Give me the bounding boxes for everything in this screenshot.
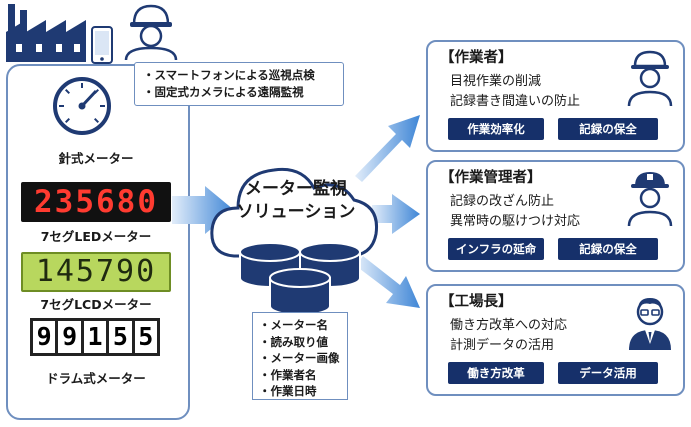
- method-item: ・スマートフォンによる巡視点検: [143, 68, 315, 82]
- role-benefit: 記録書き間違いの防止: [450, 94, 581, 109]
- led-meter-display: 235680: [21, 182, 171, 222]
- role-benefit: 働き方改革への対応: [450, 318, 568, 333]
- drum-digit: 9: [58, 321, 81, 353]
- role-title: 【作業者】: [440, 50, 513, 66]
- solution-title-line2: ソリューション: [236, 202, 356, 222]
- needle-meter-label: 針式メーター: [58, 151, 134, 166]
- drum-meter-display: 9 9 1 5 5: [30, 318, 160, 356]
- role-panel-worker: 【作業者】 目視作業の削減 記録書き間違いの防止 作業効率化 記録の保全: [426, 40, 685, 152]
- role-panel-plant-manager: 【工場長】 働き方改革への対応 計測データの活用 働き方改革 データ活用: [426, 284, 685, 396]
- solution-title-line1: メーター監視: [245, 179, 347, 199]
- arrow-to-plant-manager: [356, 256, 420, 308]
- cloud-icon: [210, 167, 379, 258]
- role-title: 【工場長】: [440, 294, 513, 310]
- factory-icon: [6, 4, 86, 62]
- data-item: ・メーター名: [259, 318, 328, 332]
- data-item: ・メーター画像: [259, 351, 340, 365]
- role-panel-manager: 【作業管理者】 記録の改ざん防止 異常時の駆けつけ対応 インフラの延命 記録の保…: [426, 160, 685, 272]
- drum-digit: 1: [83, 321, 107, 353]
- drum-digit: 9: [33, 321, 56, 353]
- solution-title: メーター監視 ソリューション: [226, 178, 366, 224]
- role-benefit: 異常時の駆けつけ対応: [450, 214, 581, 229]
- database-icon: [239, 242, 361, 316]
- data-item: ・作業者名: [259, 367, 317, 382]
- plant-tag-workstyle: 働き方改革: [448, 362, 544, 384]
- lcd-meter-label: 7セグLCDメーター: [40, 297, 152, 312]
- role-benefit: 計測データの活用: [450, 338, 555, 353]
- drum-digit: 5: [109, 321, 132, 353]
- worker-icon: [627, 50, 673, 107]
- smartphone-icon: [91, 26, 113, 64]
- led-meter-label: 7セグLEDメーター: [40, 229, 152, 244]
- manager-icon: [627, 172, 673, 227]
- role-benefit: 目視作業の削減: [450, 74, 542, 89]
- method-item: ・固定式カメラによる遠隔監視: [143, 85, 304, 99]
- manager-tag-record: 記録の保全: [558, 238, 658, 260]
- data-item: ・読み取り値: [259, 334, 328, 349]
- role-title: 【作業管理者】: [440, 170, 542, 186]
- drum-digit: 5: [134, 321, 158, 353]
- worker-icon: [124, 4, 178, 61]
- arrow-to-manager: [372, 194, 420, 234]
- worker-tag-record: 記録の保全: [558, 118, 658, 140]
- data-item: ・作業日時: [259, 384, 317, 398]
- lcd-meter-display: 145790: [21, 252, 171, 292]
- arrow-to-worker: [355, 115, 420, 182]
- worker-tag-efficiency: 作業効率化: [448, 118, 544, 140]
- needle-gauge-icon: [53, 77, 111, 135]
- plant-manager-icon: [629, 298, 671, 350]
- plant-tag-data: データ活用: [558, 362, 658, 384]
- data-items-document: ・メーター名 ・読み取り値 ・メーター画像 ・作業者名 ・作業日時: [252, 312, 348, 400]
- drum-meter-label: ドラム式メーター: [46, 371, 146, 386]
- role-benefit: 記録の改ざん防止: [450, 194, 555, 209]
- manager-tag-infra: インフラの延命: [448, 238, 544, 260]
- inspection-methods: ・スマートフォンによる巡視点検 ・固定式カメラによる遠隔監視: [134, 62, 344, 106]
